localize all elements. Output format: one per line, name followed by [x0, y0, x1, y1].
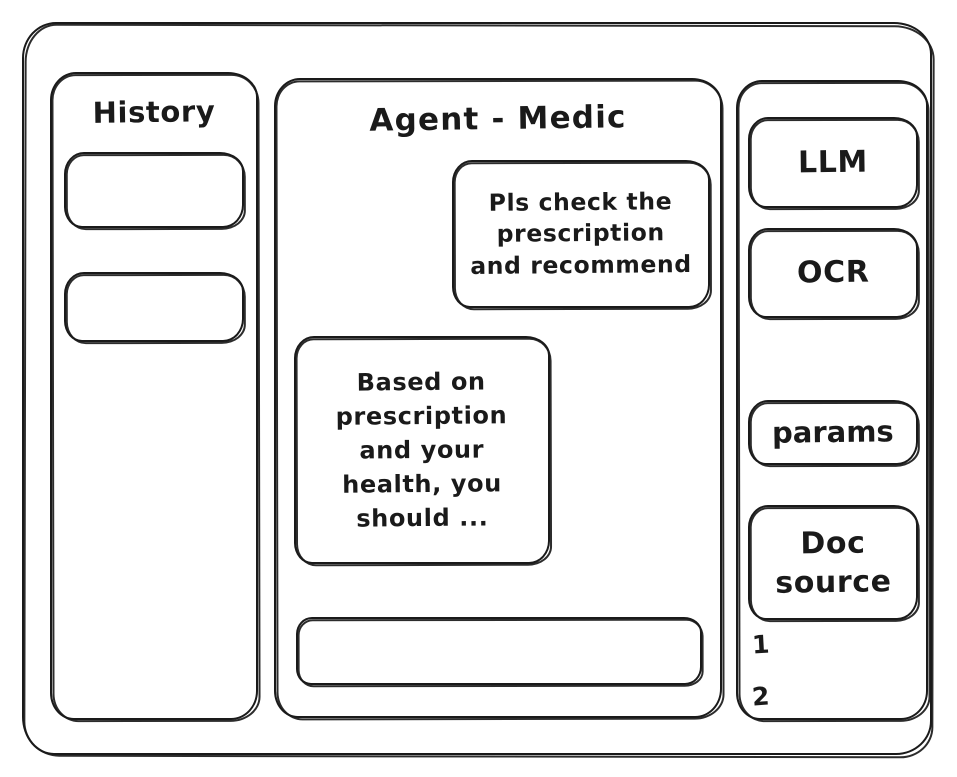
message-input[interactable] [296, 617, 704, 688]
composer-outline-double [297, 618, 704, 688]
history-item-outline-double [65, 273, 246, 345]
page-title: Agent - Medic [369, 99, 627, 139]
doc-source-marker-1[interactable]: 1 [751, 629, 771, 660]
doc-source-label: Doc source [774, 525, 892, 601]
params-button-label: params [771, 414, 895, 451]
history-list-item[interactable] [64, 152, 246, 231]
llm-button-label: LLM [797, 144, 869, 181]
tool-button-ocr[interactable]: OCR [748, 228, 920, 321]
tool-button-llm[interactable]: LLM [748, 117, 920, 211]
user-message-bubble: Pls check the prescription and recommend [452, 160, 712, 311]
history-item-outline [64, 272, 244, 342]
assistant-message-bubble: Based on prescription and your health, y… [294, 336, 553, 567]
tools-panel: LLM OCR params Doc source 1 2 [736, 80, 931, 723]
history-panel-title: History [92, 94, 216, 130]
history-list-item[interactable] [64, 272, 246, 345]
params-button[interactable]: params [748, 400, 920, 468]
composer-outline [296, 617, 702, 685]
user-message-text: Pls check the prescription and recommend [470, 186, 693, 280]
doc-source-marker-2[interactable]: 2 [751, 681, 771, 712]
history-panel: History [50, 72, 261, 723]
ocr-button-label: OCR [796, 254, 870, 291]
assistant-message-text: Based on prescription and your health, y… [335, 367, 508, 533]
chat-panel: Agent - Medic Pls check the prescription… [274, 78, 725, 721]
doc-source-button[interactable]: Doc source [748, 505, 920, 623]
history-item-outline [64, 152, 244, 228]
history-item-outline-double [65, 153, 246, 231]
